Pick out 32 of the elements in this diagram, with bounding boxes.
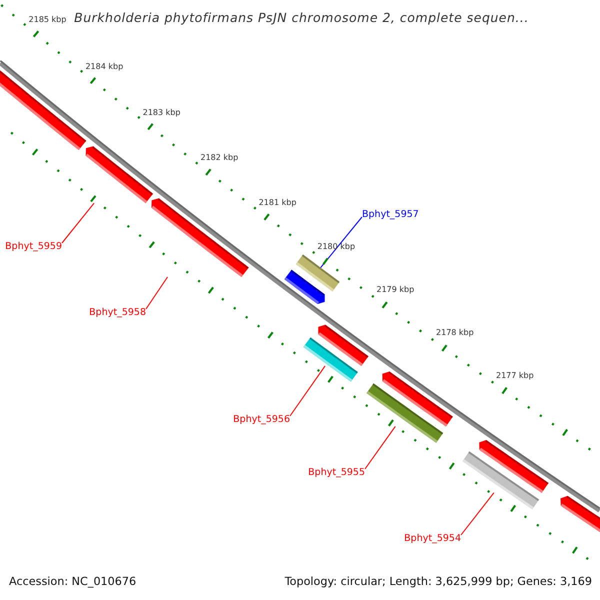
leader-line <box>146 276 168 310</box>
gene-bar <box>284 270 325 304</box>
tick-label: 2184 kbp <box>85 62 124 72</box>
gene-label: Bphyt_5958 <box>89 307 146 319</box>
leader-line <box>460 492 494 536</box>
tick-label: 2179 kbp <box>376 286 414 296</box>
accession-text: Accession: NC_010676 <box>9 575 136 589</box>
tick-label: 2177 kbp <box>496 371 534 381</box>
title: Burkholderia phytofirmans PsJN chromosome 2, complete sequen... <box>74 10 529 24</box>
leader-line <box>364 426 396 470</box>
gene-bar <box>0 70 86 150</box>
tick-label: 2180 kbp <box>317 242 356 252</box>
tick-label: 2181 kbp <box>258 198 296 208</box>
leader-line <box>62 202 95 244</box>
feature-bar <box>462 451 540 510</box>
gene-label: Bphyt_5959 <box>5 241 62 253</box>
feature-bar <box>303 337 358 382</box>
tick-label: 2182 kbp <box>200 153 238 163</box>
gene-bar <box>560 496 600 532</box>
gene-label: Bphyt_5955 <box>308 467 365 479</box>
leader-line <box>318 216 362 270</box>
leader-line <box>290 365 326 416</box>
gene-label: Bphyt_5954 <box>404 533 461 545</box>
gene-label: Bphyt_5957 <box>362 209 419 221</box>
gene-label: Bphyt_5956 <box>233 414 290 426</box>
tick-label: 2185 kbp <box>28 15 66 25</box>
feature-bar <box>366 383 444 443</box>
gene-bar <box>86 146 154 204</box>
tick-label: 2183 kbp <box>142 108 180 118</box>
genome-summary-text: Topology: circular; Length: 3,625,999 bp; Genes: 3,169 <box>284 575 592 589</box>
tick-label: 2178 kbp <box>436 328 474 338</box>
gene-bar <box>152 198 249 278</box>
